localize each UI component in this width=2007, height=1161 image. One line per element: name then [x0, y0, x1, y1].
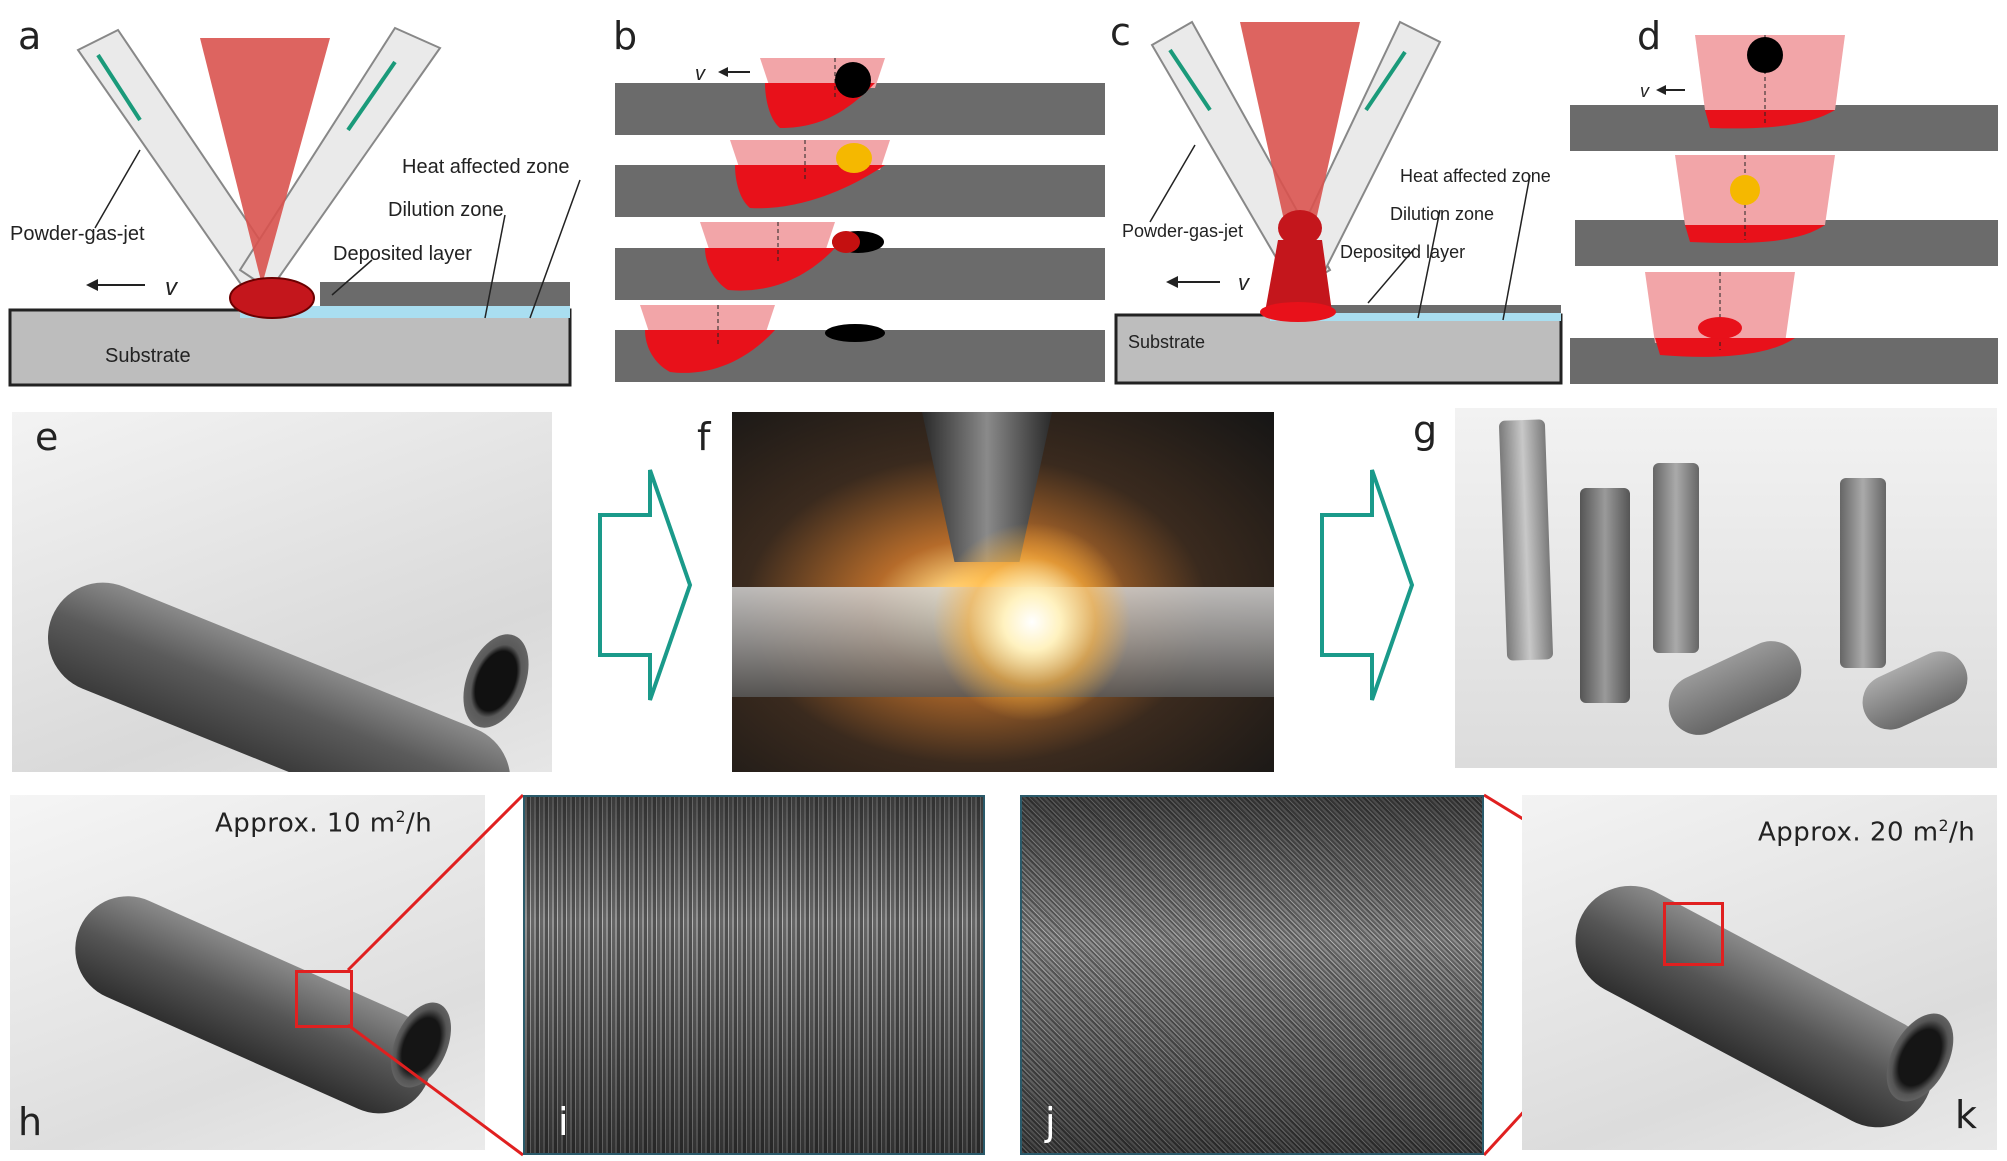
process-arrow-2: [1320, 469, 1415, 701]
substrate-label-c: Substrate: [1128, 332, 1205, 352]
photo-g-coated-tubes: [1455, 408, 1997, 768]
photo-i-surface-closeup-10: [523, 795, 985, 1155]
process-arrow-1: [598, 469, 693, 701]
panel-label-k: k: [1955, 1093, 1978, 1137]
diagram-b-particle-heating-sequence: v: [615, 58, 1105, 382]
substrate-block-c: [1114, 313, 1563, 385]
panel-label-i: i: [558, 1100, 569, 1144]
tube-g-3: [1653, 463, 1699, 653]
panel-label-g: g: [1413, 408, 1438, 452]
dilution-zone-label-c: Dilution zone: [1390, 204, 1494, 224]
zoom-box-h: [295, 970, 353, 1028]
deposited-layer-label: Deposited layer: [333, 243, 472, 265]
rate-k-sup: 2: [1938, 817, 1950, 835]
velocity-label-d: v: [1640, 81, 1650, 101]
photo-k-coated-tube-20: [1522, 795, 1997, 1150]
substrate-block: [8, 308, 572, 387]
velocity-label: v: [165, 274, 179, 301]
deposited-layer-strip: [320, 282, 570, 310]
sparks-f: [932, 522, 1132, 722]
tube-g-2: [1580, 488, 1630, 703]
panel-label-h: h: [18, 1100, 43, 1144]
zoom-box-k: [1663, 902, 1724, 966]
rate-h-prefix: Approx. 10 m: [215, 808, 396, 839]
rate-h-suffix: /h: [406, 808, 433, 839]
melt-pool: [229, 277, 315, 319]
rate-h-sup: 2: [395, 808, 407, 826]
panel-label-d: d: [1637, 14, 1662, 58]
melt-zone-c: [1265, 240, 1332, 312]
deposition-rate-h: Approx. 10 m2/h: [215, 808, 432, 839]
panel-label-j: j: [1045, 1100, 1056, 1144]
panel-label-b: b: [613, 14, 638, 58]
photo-h-coated-tube-10: [10, 795, 485, 1150]
diagram-d-in-flight-melting-sequence: v: [1570, 35, 1998, 384]
heat-affected-zone-label-c: Heat affected zone: [1400, 166, 1551, 186]
substrate-label: Substrate: [105, 345, 191, 367]
tube-body-k: [1556, 866, 1953, 1147]
tube-g-5: [1840, 478, 1886, 668]
panel-label-c: c: [1110, 10, 1131, 54]
powder-gas-jet-label: Powder-gas-jet: [10, 223, 145, 245]
panel-label-f: f: [697, 415, 711, 459]
heat-affected-zone-label: Heat affected zone: [402, 156, 570, 178]
dilution-zone-label: Dilution zone: [388, 199, 504, 221]
velocity-label-c: v: [1238, 270, 1251, 295]
diagram-c-extreme-high-speed-deposition: v Powder-gas-jet Heat affected zone Dilu…: [1114, 20, 1563, 385]
photo-j-surface-closeup-20: [1020, 795, 1484, 1155]
photo-f-cladding-process: [732, 412, 1274, 772]
laser-beam-c: [1240, 22, 1360, 225]
velocity-label-b: v: [695, 63, 706, 85]
powder-gas-jet-label-c: Powder-gas-jet: [1122, 221, 1243, 241]
rate-k-prefix: Approx. 20 m: [1758, 817, 1939, 848]
panel-label-a: a: [18, 14, 42, 58]
rate-k-suffix: /h: [1949, 817, 1976, 848]
photo-e-uncoated-tube: [12, 412, 552, 772]
panel-label-e: e: [35, 415, 59, 459]
laser-beam: [200, 38, 330, 285]
deposited-layer-label-c: Deposited layer: [1340, 242, 1465, 262]
diagram-a-conventional-deposition: v Powder-gas-jet Heat affected zone Dilu…: [8, 26, 581, 387]
deposition-rate-k: Approx. 20 m2/h: [1758, 817, 1975, 848]
